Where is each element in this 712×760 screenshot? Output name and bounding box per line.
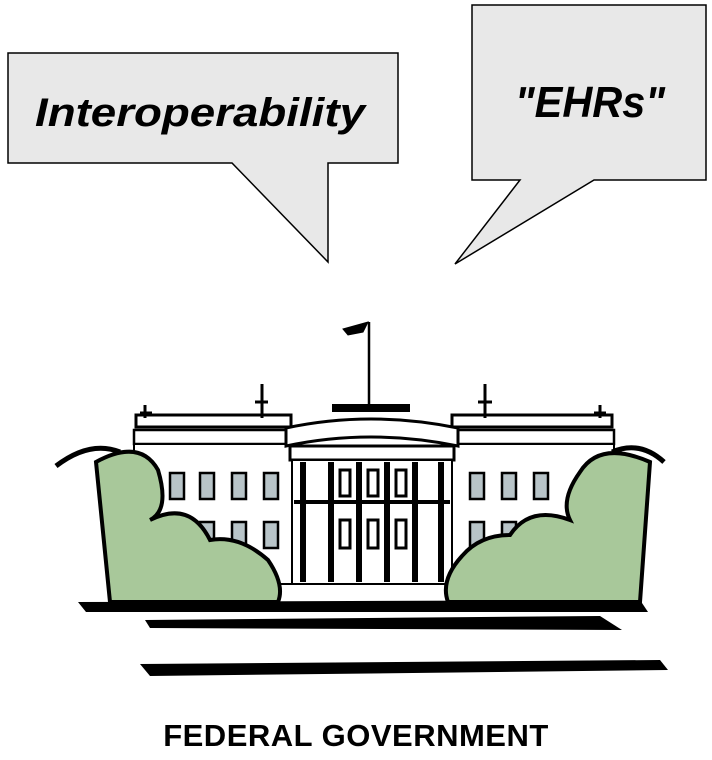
bush-left (54, 445, 282, 604)
bubble-text-interoperability: Interoperability (35, 91, 367, 135)
portico-windows (338, 468, 408, 550)
ground-lines (78, 600, 668, 676)
bubble-text-ehrs: "EHRs" (515, 78, 666, 127)
bush-right (443, 445, 666, 604)
speech-bubble-interoperability: Interoperability (7, 52, 399, 264)
speech-bubble-ehrs: "EHRs" (454, 4, 707, 265)
flag-icon (342, 321, 371, 408)
caption-federal-government: FEDERAL GOVERNMENT (163, 718, 549, 753)
portico-columns (300, 462, 444, 582)
